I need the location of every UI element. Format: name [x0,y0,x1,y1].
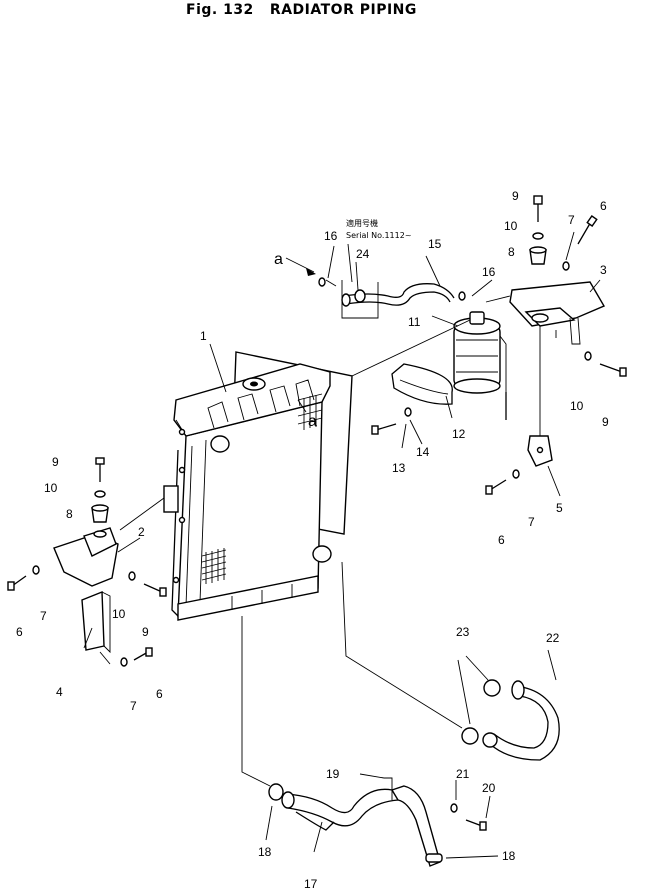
lower-left-bracket [81,590,111,665]
callout-9-right: 9 [602,415,609,429]
lower-hose [281,777,441,867]
callout-6-left: 6 [16,625,23,639]
callout-9-top: 9 [512,189,519,203]
callout-1: 1 [200,329,207,343]
callout-24: 24 [356,247,370,261]
callout-10-right: 10 [570,399,584,413]
callout-12: 12 [452,427,466,441]
view-label-a-radiator: a [308,413,317,430]
callout-10-left: 10 [44,481,58,495]
figure-title: Fig. 132 RADIATOR PIPING [186,2,417,18]
callout-18-right: 18 [502,849,516,863]
callout-20: 20 [482,781,496,795]
callout-8-right: 8 [508,245,515,259]
callout-19: 19 [326,767,340,781]
callout-3: 3 [600,263,607,277]
callout-10-top: 10 [504,219,518,233]
callout-21: 21 [456,767,470,781]
leader-lines [83,231,601,859]
callout-6-lower-right: 6 [498,533,505,547]
callout-7-top-right: 7 [568,213,575,227]
callout-2: 2 [138,525,145,539]
callout-9-left: 9 [52,455,59,469]
upper-right-bracket [509,281,606,345]
lower-right-bracket [527,435,553,467]
bolts-washers [7,195,627,831]
callout-23: 23 [456,625,470,639]
callout-7-lower-left: 7 [130,699,137,713]
callout-6-top-right: 6 [600,199,607,213]
callout-11: 11 [408,315,421,329]
callout-7-left: 7 [40,609,47,623]
callout-9-center-left: 9 [142,625,149,639]
radiator [163,351,353,621]
upper-hose [482,680,560,761]
view-arrow-a [306,268,316,276]
clamp-16-lower [458,291,466,301]
callout-7-lower-right: 7 [528,515,535,529]
callout-16-upper: 16 [324,229,338,243]
callout-18-left: 18 [258,845,272,859]
hose-clamp-18 [268,783,284,801]
serial-note-line2: Serial No.1112~ [346,231,412,240]
callout-6-lower-left: 6 [156,687,163,701]
tank-band [391,363,453,405]
callout-5: 5 [556,501,563,515]
callout-8-left: 8 [66,507,73,521]
view-label-a-arrow: a [274,251,283,268]
overflow-hose [325,279,455,307]
callout-10-center-left: 10 [112,607,126,621]
callout-16-lower: 16 [482,265,496,279]
callout-17: 17 [304,877,318,891]
reservoir-tank [453,311,507,420]
callout-13: 13 [392,461,406,475]
serial-note-line1: 適用号機 [346,218,378,228]
callout-15: 15 [428,237,442,251]
pipe-plug [425,853,443,863]
hose-clamps-23 [461,679,501,745]
callout-4: 4 [56,685,63,699]
clamp-16-upper [318,277,326,287]
callout-22: 22 [546,631,560,645]
callout-14: 14 [416,445,430,459]
left-mount-bracket [53,527,119,587]
